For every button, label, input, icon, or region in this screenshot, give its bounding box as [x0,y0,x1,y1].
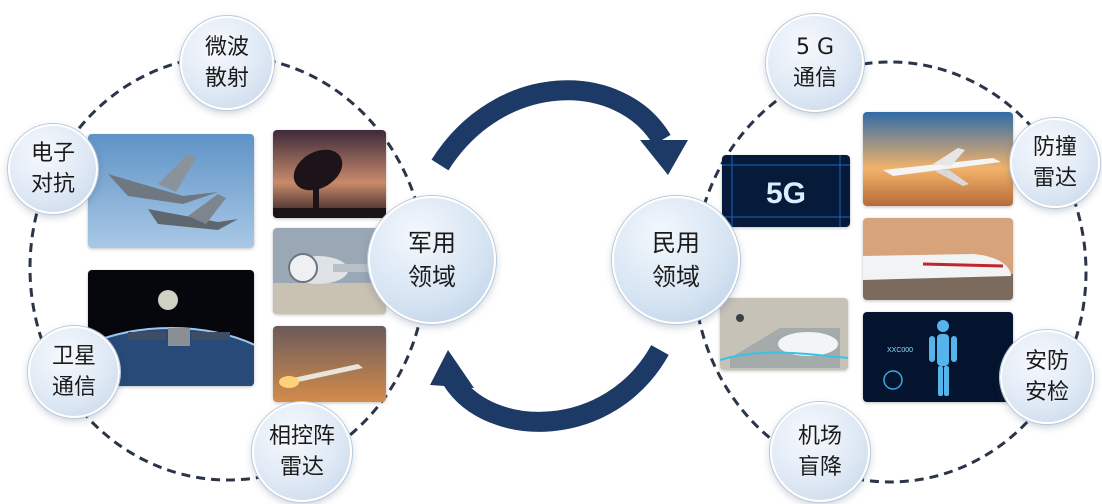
high-speed-train-photo [863,218,1013,300]
node-collision-radar: 防撞 雷达 [1010,118,1100,208]
node-5g-comm-label: 5 G 通信 [792,35,837,91]
military-hub-label: 军用 领域 [408,229,456,291]
high-speed-train-icon [863,218,1013,300]
radar-aircraft-photo [273,228,386,314]
node-microwave-scatter: 微波 散射 [180,16,274,110]
radar-aircraft-icon [273,228,386,314]
node-security-check-label: 安防 安检 [1024,349,1069,405]
satellite-dish-icon [273,130,386,218]
body-scanner-icon: XXC000 [863,312,1013,402]
arrow-military-to-civil-icon [431,80,688,175]
military-hub: 军用 领域 [368,196,496,324]
airliner-photo [863,112,1013,206]
civil-hub-label: 民用 领域 [652,229,700,291]
5g-badge-label: 5G [766,177,806,210]
autonomous-car-icon [720,298,848,370]
node-satellite-comm-label: 卫星 通信 [51,344,96,400]
5g-network-photo: 5G [722,155,850,227]
satellite-dish-photo [273,130,386,218]
fighter-jet-icon [88,134,254,248]
fighter-jet-photo [88,134,254,248]
airliner-icon [863,112,1013,206]
node-electronic-warfare: 电子 对抗 [8,124,98,214]
node-security-check: 安防 安检 [1000,330,1094,424]
node-5g-comm: 5 G 通信 [766,14,864,112]
node-phased-array-radar-label: 相控阵 雷达 [268,424,335,480]
arrow-civil-to-military-icon [430,344,669,432]
body-scanner-photo: XXC000 [863,312,1013,402]
node-collision-radar-label: 防撞 雷达 [1032,135,1077,191]
node-microwave-scatter-label: 微波 散射 [204,35,249,91]
civil-hub: 民用 领域 [612,196,740,324]
node-electronic-warfare-label: 电子 对抗 [30,141,75,197]
5g-network-icon: 5G [722,155,850,227]
node-airport-landing-label: 机场 盲降 [797,424,842,480]
node-airport-landing: 机场 盲降 [770,402,870,502]
node-phased-array-radar: 相控阵 雷达 [252,402,352,502]
missile-icon [273,326,386,402]
node-satellite-comm: 卫星 通信 [28,326,120,418]
missile-photo [273,326,386,402]
autonomous-car-photo [720,298,848,370]
scanner-code-label: XXC000 [887,347,913,354]
